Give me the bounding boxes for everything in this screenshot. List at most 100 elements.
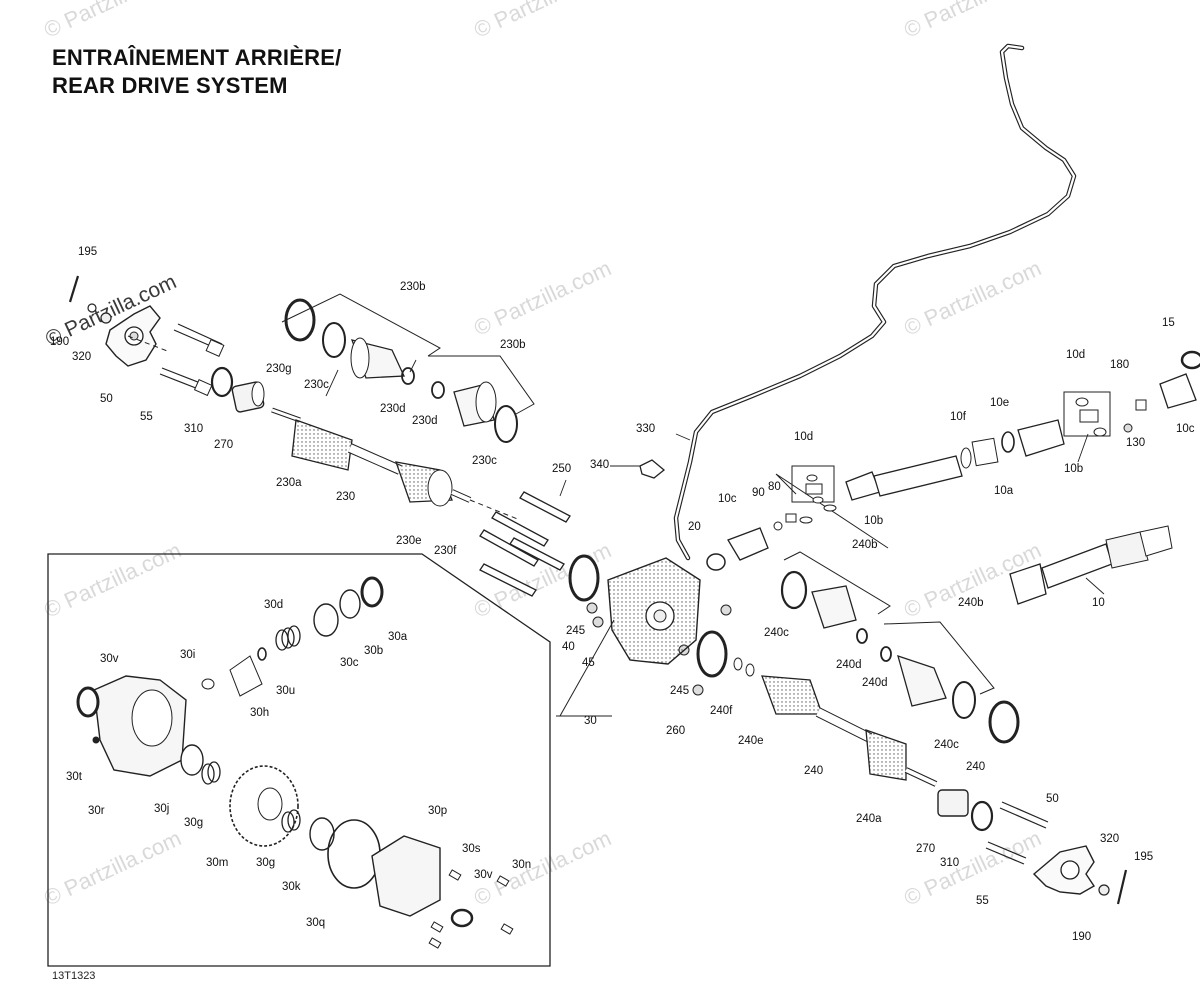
callout: 10 <box>1092 597 1105 609</box>
gearbox-parts <box>76 576 514 949</box>
callout: 180 <box>1110 359 1129 371</box>
callout: 90 <box>752 487 765 499</box>
title-line-1: ENTRAÎNEMENT ARRIÈRE/ <box>52 45 342 70</box>
clamp-230c <box>322 322 346 358</box>
callout: 30d <box>264 599 283 611</box>
callout: 10b <box>864 515 883 527</box>
callout: 10d <box>794 431 813 443</box>
diagram-code: 13T1323 <box>52 970 96 982</box>
callout: 30j <box>154 803 169 815</box>
callout: 30v <box>474 869 493 881</box>
callout: 130 <box>1126 437 1145 449</box>
differential-housing <box>607 557 701 665</box>
callout: 230d <box>412 415 438 427</box>
callout: 10e <box>990 397 1009 409</box>
callout: 30q <box>306 917 325 929</box>
part-callouts: 195 190 320 50 55 310 270 230g 230b 230c… <box>50 246 1195 943</box>
callout: 240b <box>852 539 878 551</box>
callout: 320 <box>72 351 91 363</box>
callout: 20 <box>688 521 701 533</box>
left-drive-shaft <box>271 407 521 521</box>
boot-230 <box>350 337 405 379</box>
drive-shaft-10 <box>1009 525 1173 605</box>
callout: 230f <box>434 545 457 557</box>
callout: 250 <box>552 463 571 475</box>
callout: 230 <box>336 491 355 503</box>
boot-230-outer <box>453 381 497 427</box>
callout: 240c <box>934 739 959 751</box>
callout: 30v <box>100 653 119 665</box>
ring-230g <box>284 298 316 342</box>
callout: 230c <box>472 455 497 467</box>
callout: 230g <box>266 363 292 375</box>
callout: 30 <box>584 715 597 727</box>
callout: 45 <box>582 657 595 669</box>
callout: 340 <box>590 459 609 471</box>
boot-240-outer <box>897 654 947 707</box>
callout: 245 <box>566 625 585 637</box>
page-title: ENTRAÎNEMENT ARRIÈRE/ REAR DRIVE SYSTEM <box>52 44 341 100</box>
callout: 50 <box>100 393 113 405</box>
callout: 40 <box>562 641 575 653</box>
callout: 10f <box>950 411 967 423</box>
callout: 30b <box>364 645 383 657</box>
callout: 240 <box>804 765 823 777</box>
callout: 30i <box>180 649 195 661</box>
callout: 30r <box>88 805 105 817</box>
callout: 230d <box>380 403 406 415</box>
callout: 270 <box>916 843 935 855</box>
callout: 10a <box>994 485 1014 497</box>
callout: 240d <box>862 677 888 689</box>
right-wheel-hub <box>985 801 1128 905</box>
callout: 30h <box>250 707 269 719</box>
callout: 240e <box>738 735 764 747</box>
callout: 240 <box>966 761 985 773</box>
callout: 10c <box>1176 423 1195 435</box>
callout: 230a <box>276 477 302 489</box>
callout: 30n <box>512 859 531 871</box>
callout: 10b <box>1064 463 1083 475</box>
callout: 230c <box>304 379 329 391</box>
callout: 50 <box>1046 793 1059 805</box>
callout: 330 <box>636 423 655 435</box>
callout: 30a <box>388 631 408 643</box>
callout: 55 <box>976 895 989 907</box>
callout: 320 <box>1100 833 1119 845</box>
callout: 30m <box>206 857 228 869</box>
right-drive-shaft <box>761 675 938 787</box>
callout: 230b <box>400 281 426 293</box>
bolts-250 <box>479 491 571 597</box>
callout: 240b <box>958 597 984 609</box>
callout: 15 <box>1162 317 1175 329</box>
callout: 190 <box>50 336 69 348</box>
callout: 30k <box>282 881 301 893</box>
title-line-2: REAR DRIVE SYSTEM <box>52 73 288 98</box>
callout: 240a <box>856 813 882 825</box>
callout: 190 <box>1072 931 1091 943</box>
callout: 270 <box>214 439 233 451</box>
callout: 30g <box>184 817 203 829</box>
callout: 260 <box>666 725 685 737</box>
callout: 240d <box>836 659 862 671</box>
callout: 55 <box>140 411 153 423</box>
callout: 245 <box>670 685 689 697</box>
callout: 30c <box>340 657 359 669</box>
callout: 310 <box>184 423 203 435</box>
callout: 310 <box>940 857 959 869</box>
bearing-270-left <box>231 381 265 413</box>
boot-240 <box>811 585 857 629</box>
callout: 230b <box>500 339 526 351</box>
callout: 195 <box>78 246 97 258</box>
callout: 30u <box>276 685 295 697</box>
callout: 10d <box>1066 349 1085 361</box>
callout: 240f <box>710 705 733 717</box>
callout: 30t <box>66 771 83 783</box>
u-joint-cross <box>799 474 837 524</box>
inset-frame <box>47 553 551 967</box>
left-wheel-hub <box>68 275 225 397</box>
callout: 30p <box>428 805 447 817</box>
callout: 195 <box>1134 851 1153 863</box>
callout: 30g <box>256 857 275 869</box>
callout: 10c <box>718 493 737 505</box>
